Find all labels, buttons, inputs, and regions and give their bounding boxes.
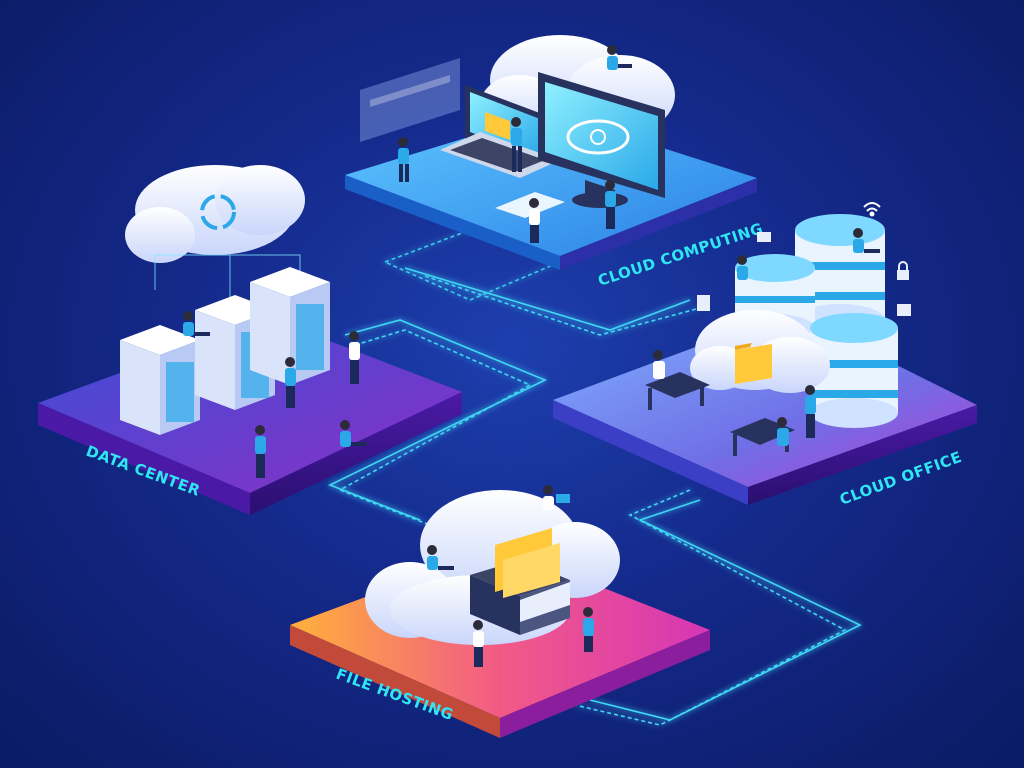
person (805, 385, 816, 438)
folder-icon (735, 343, 772, 384)
cloud-sync-icon (200, 194, 236, 230)
server-rack (120, 325, 200, 435)
person (607, 45, 632, 70)
document-icon (897, 304, 911, 316)
desk (645, 372, 710, 410)
server-rack (250, 267, 330, 385)
person (529, 198, 540, 243)
person (737, 255, 748, 280)
person (543, 485, 570, 510)
person (255, 425, 266, 478)
folder-icon (495, 528, 560, 598)
person (605, 180, 616, 229)
person (583, 607, 594, 652)
person (340, 420, 367, 447)
person (285, 357, 296, 408)
lock-icon (897, 261, 909, 280)
person (777, 417, 789, 446)
person (853, 228, 880, 253)
person (473, 620, 484, 667)
document-icon (697, 295, 710, 311)
cloud-shape (125, 165, 305, 263)
connector-lines (328, 229, 862, 726)
person (349, 331, 360, 384)
cloud-computing-platform: CLOUD COMPUTING (345, 35, 765, 290)
cloud-sync-icon (566, 119, 630, 155)
cloud-office-platform: CLOUD OFFICE (553, 202, 977, 509)
file-hosting-platform: FILE HOSTING (290, 485, 710, 738)
mail-icon (757, 232, 771, 242)
folder-icon (485, 112, 510, 140)
person (398, 137, 409, 182)
person (427, 545, 454, 570)
laptop (440, 85, 560, 178)
person (653, 350, 665, 379)
monitor (538, 72, 665, 208)
person (511, 117, 522, 172)
data-center-platform: DATA CENTER (38, 165, 462, 515)
file-drawer (470, 528, 570, 635)
person (183, 311, 210, 336)
wifi-icon (863, 202, 881, 217)
